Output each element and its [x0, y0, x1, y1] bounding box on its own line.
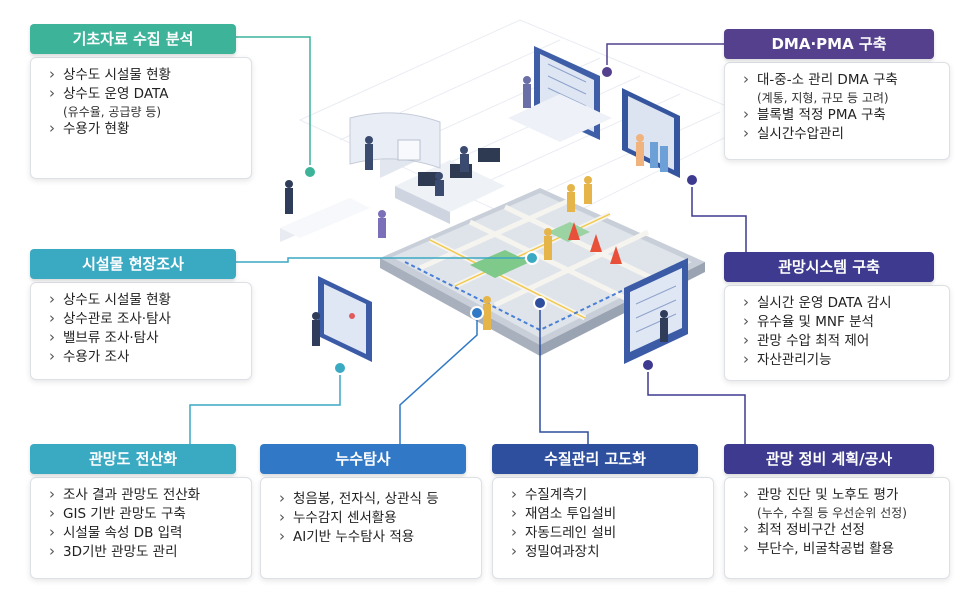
card-title: DMA·PMA 구축	[724, 29, 934, 59]
card-body: 청음봉, 전자식, 상관식 등 누수감지 센서활용 AI기반 누수탐사 적용	[260, 477, 482, 579]
dma-monitoring-panel	[508, 46, 612, 142]
list-item: 부단수, 비굴착공법 활용	[743, 539, 939, 559]
list-item: 상수관로 조사·탐사	[49, 309, 241, 329]
item-list: 수질계측기 재염소 투입설비 자동드레인 설비 정밀여과장치	[511, 485, 703, 562]
item-list: 상수도 시설물 현황 상수도 운영 DATA (유수율, 공급량 등) 수용가 …	[49, 65, 241, 139]
list-item: 실시간 운영 DATA 감시	[743, 293, 939, 313]
list-item: 수질계측기	[511, 485, 703, 505]
list-item: 최적 정비구간 선정	[743, 520, 939, 540]
card-body: 상수도 시설물 현황 상수관로 조사·탐사 밸브류 조사·탐사 수용가 조사	[30, 282, 252, 380]
card-title: 관망시스템 구축	[724, 252, 934, 282]
list-item: 수용가 현황	[49, 119, 241, 139]
list-item: 관망 수압 최적 제어	[743, 331, 939, 351]
card-body: 상수도 시설물 현황 상수도 운영 DATA (유수율, 공급량 등) 수용가 …	[30, 57, 252, 179]
list-item: 상수도 시설물 현황	[49, 290, 241, 310]
list-item: 상수도 시설물 현황	[49, 65, 241, 85]
item-list: 관망 진단 및 노후도 평가 (누수, 수질 등 우선순위 선정) 최적 정비구…	[743, 485, 939, 559]
item-list: 청음봉, 전자식, 상관식 등 누수감지 센서활용 AI기반 누수탐사 적용	[279, 489, 471, 547]
list-item: 정밀여과장치	[511, 542, 703, 562]
item-list: 상수도 시설물 현황 상수관로 조사·탐사 밸브류 조사·탐사 수용가 조사	[49, 290, 241, 367]
card-title: 수질관리 고도화	[492, 444, 698, 474]
card-body: 관망 진단 및 노후도 평가 (누수, 수질 등 우선순위 선정) 최적 정비구…	[724, 477, 950, 579]
list-item: AI기반 누수탐사 적용	[279, 527, 471, 547]
server-rack	[622, 88, 680, 178]
field-workers	[483, 176, 622, 330]
card-title: 관망도 전산화	[30, 444, 236, 474]
card-title: 기초자료 수집 분석	[30, 24, 236, 54]
list-item: 블록별 적정 PMA 구축	[743, 105, 939, 125]
card-body: 조사 결과 관망도 전산화 GIS 기반 관망도 구축 시설물 속성 DB 입력…	[30, 477, 252, 579]
card-title: 누수탐사	[260, 444, 466, 474]
item-list: 대-중-소 관리 DMA 구축 (계통, 지형, 규모 등 고려) 블록별 적정…	[743, 70, 939, 144]
rehab-screen-panel	[624, 258, 688, 364]
connector-lines	[189, 36, 747, 444]
list-item: 3D기반 관망도 관리	[49, 542, 241, 562]
list-item-note: (계통, 지형, 규모 등 고려)	[757, 91, 889, 105]
card-body: 대-중-소 관리 DMA 구축 (계통, 지형, 규모 등 고려) 블록별 적정…	[724, 62, 950, 160]
list-item: 밸브류 조사·탐사	[49, 328, 241, 348]
list-item: 관망 진단 및 노후도 평가	[743, 485, 939, 505]
card-body: 수질계측기 재염소 투입설비 자동드레인 설비 정밀여과장치	[492, 477, 714, 579]
card-body: 실시간 운영 DATA 감시 유수율 및 MNF 분석 관망 수압 최적 제어 …	[724, 285, 950, 381]
list-item: 재염소 투입설비	[511, 504, 703, 524]
list-item: 상수도 운영 DATA	[49, 84, 241, 104]
card-title: 관망 정비 계획/공사	[724, 444, 934, 474]
list-item: 시설물 속성 DB 입력	[49, 523, 241, 543]
item-list: 조사 결과 관망도 전산화 GIS 기반 관망도 구축 시설물 속성 DB 입력…	[49, 485, 241, 562]
item-list: 실시간 운영 DATA 감시 유수율 및 MNF 분석 관망 수압 최적 제어 …	[743, 293, 939, 370]
card-title: 시설물 현장조사	[30, 249, 236, 279]
list-item: 수용가 조사	[49, 347, 241, 367]
connector-dots	[303, 65, 699, 375]
survey-screen-panel	[312, 276, 372, 362]
control-room	[280, 112, 505, 242]
list-item: 유수율 및 MNF 분석	[743, 312, 939, 332]
list-item: GIS 기반 관망도 구축	[49, 504, 241, 524]
list-item-note: (누수, 수질 등 우선순위 선정)	[757, 506, 907, 520]
list-item: 누수감지 센서활용	[279, 508, 471, 528]
list-item: 자동드레인 설비	[511, 523, 703, 543]
list-item: 대-중-소 관리 DMA 구축	[743, 70, 939, 90]
list-item: 자산관리기능	[743, 350, 939, 370]
list-item-note: (유수율, 공급량 등)	[63, 105, 162, 119]
list-item: 청음봉, 전자식, 상관식 등	[279, 489, 471, 509]
list-item: 조사 결과 관망도 전산화	[49, 485, 241, 505]
list-item: 실시간수압관리	[743, 124, 939, 144]
